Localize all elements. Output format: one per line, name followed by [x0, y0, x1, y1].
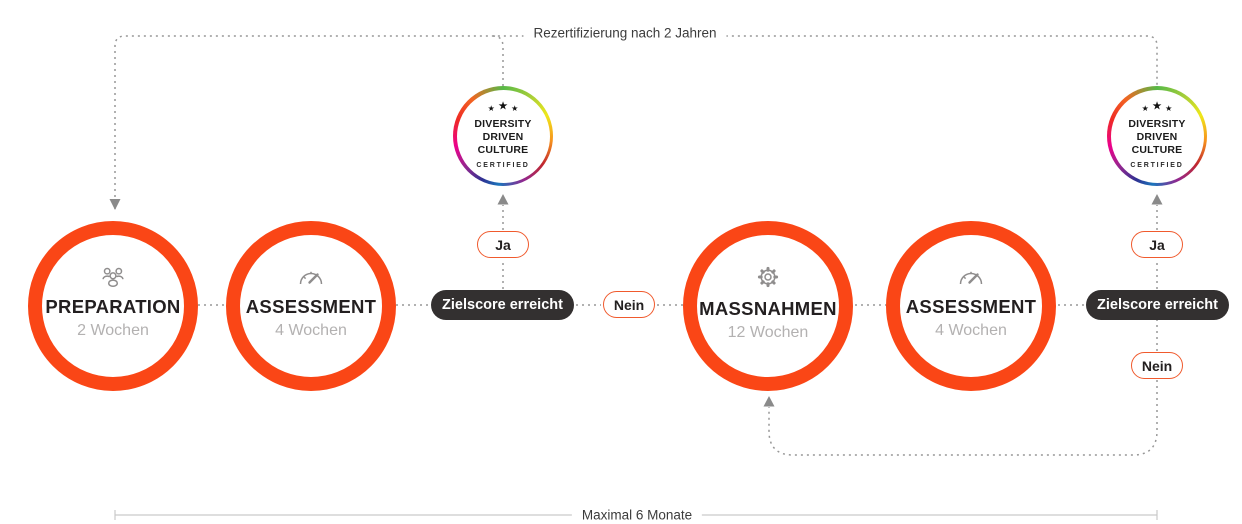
ja-pill-1: Ja: [477, 231, 529, 258]
badge-stars: ★ ★ ★: [487, 100, 519, 115]
arrow-up-icon: [497, 194, 509, 205]
stage-title: PREPARATION: [45, 296, 181, 317]
decision-pill-2: Zielscore erreicht: [1086, 290, 1229, 320]
nein-pill-2: Nein: [1131, 352, 1183, 379]
star-icon: ★: [1165, 104, 1173, 113]
recertification-label: Rezertifizierung nach 2 Jahren: [523, 25, 727, 41]
stage-duration: 12 Wochen: [727, 324, 809, 341]
stage-assessment-2: ASSESSMENT 4 Wochen: [886, 221, 1056, 391]
star-icon: ★: [511, 104, 519, 113]
timeline-label: Maximal 6 Monate: [571, 507, 703, 523]
badge1-top-connector-line: [492, 35, 504, 86]
people-group-icon: [100, 266, 126, 288]
stage-duration: 4 Wochen: [935, 322, 1007, 339]
gauge-icon: [297, 266, 325, 288]
certification-badge-2: ★ ★ ★ DIVERSITY DRIVEN CULTURE CERTIFIED: [1107, 86, 1207, 186]
arrow-down-icon: [109, 199, 121, 210]
badge-title-line: DIVERSITY: [1128, 117, 1186, 130]
stage-title: MASSNAHMEN: [699, 298, 837, 319]
badge-certified-label: CERTIFIED: [1130, 161, 1184, 169]
star-icon: ★: [487, 104, 495, 113]
star-icon: ★: [497, 100, 509, 113]
gauge-icon: [957, 266, 985, 288]
gear-icon: [755, 264, 781, 290]
star-icon: ★: [1151, 100, 1163, 113]
badge-stars: ★ ★ ★: [1141, 100, 1173, 115]
nein-pill-1: Nein: [603, 291, 655, 318]
recertification-loop-line: [114, 35, 1158, 209]
stage-duration: 4 Wochen: [275, 322, 347, 339]
decision-pill-1: Zielscore erreicht: [431, 290, 574, 320]
stage-title: ASSESSMENT: [905, 296, 1037, 317]
badge-title-line: DRIVEN: [482, 130, 524, 143]
stage-title: ASSESSMENT: [245, 296, 377, 317]
arrow-up-icon: [763, 396, 775, 407]
stage-preparation: PREPARATION 2 Wochen: [28, 221, 198, 391]
certification-badge-1: ★ ★ ★ DIVERSITY DRIVEN CULTURE CERTIFIED: [453, 86, 553, 186]
badge-title-line: DIVERSITY: [474, 117, 532, 130]
badge-title-line: CULTURE: [1131, 143, 1183, 156]
ja-pill-2: Ja: [1131, 231, 1183, 258]
stage-massnahmen: MASSNAHMEN 12 Wochen: [683, 221, 853, 391]
badge-title-line: CULTURE: [477, 143, 529, 156]
stage-duration: 2 Wochen: [77, 322, 149, 339]
nein-loop-line: [768, 380, 1158, 456]
stage-assessment-1: ASSESSMENT 4 Wochen: [226, 221, 396, 391]
arrow-up-icon: [1151, 194, 1163, 205]
star-icon: ★: [1141, 104, 1149, 113]
badge-title-line: DRIVEN: [1136, 130, 1178, 143]
badge-certified-label: CERTIFIED: [476, 161, 530, 169]
